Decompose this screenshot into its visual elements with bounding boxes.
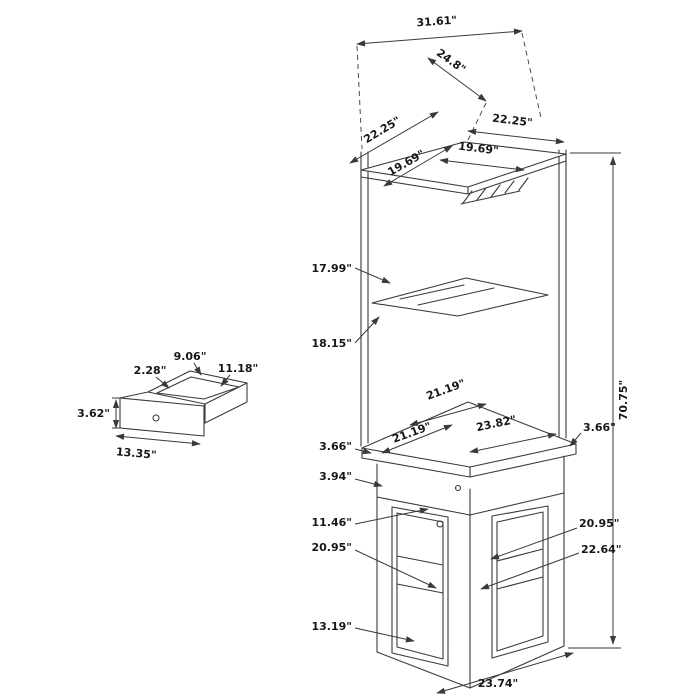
glass-panel-right — [491, 505, 549, 659]
drawer-detail-drawing — [119, 370, 248, 437]
dim-label-drawer-inner-width: 11.18" — [218, 362, 259, 375]
dim-label-drawer-height: 3.62" — [77, 407, 110, 420]
dim-label-top-overall-width: 31.61" — [416, 14, 457, 30]
dim-label-top-left-depth: 22.25" — [361, 114, 402, 146]
dim-label-base-shelf-height: 13.19" — [311, 620, 352, 633]
dim-label-hutch-upper-spacing: 17.99" — [311, 262, 352, 275]
dim-label-drawer-front-width: 13.35" — [116, 445, 158, 461]
stemware-rack — [460, 177, 529, 205]
dim-label-counter-right-thickness: 3.66" — [583, 421, 616, 434]
dimension-lines — [112, 28, 621, 694]
dim-label-top-diagonal-depth: 24.8" — [434, 46, 468, 76]
dim-label-overall-height: 70.75" — [617, 380, 630, 421]
drawer-knob — [454, 484, 462, 492]
lower-cabinet-outline — [376, 455, 565, 689]
dim-label-door-top-offset: 11.46" — [311, 516, 352, 529]
drawer-detail-knob — [152, 414, 160, 422]
glass-shelf — [371, 277, 549, 317]
door-knob — [436, 520, 444, 528]
dim-label-top-shelf-right: 19.69" — [458, 140, 500, 158]
dim-label-hutch-lower-spacing: 18.15" — [311, 337, 352, 350]
interior-shelves — [396, 548, 544, 594]
dimension-labels: 31.61" 24.8" 22.25" 22.25" 19.69" 19.69"… — [77, 14, 630, 690]
dim-label-cabinet-right-shelf-width: 20.95" — [579, 517, 620, 530]
dim-label-counter-right-edge: 21.19" — [425, 377, 468, 403]
dim-label-base-front-width: 23.74" — [478, 677, 519, 690]
dim-label-cabinet-left-shelf-width: 20.95" — [311, 541, 352, 554]
dim-label-drawer-front-height: 3.94" — [319, 470, 352, 483]
dim-label-cabinet-interior-width: 22.64" — [581, 543, 622, 556]
dim-label-top-right-depth: 22.25" — [492, 112, 534, 130]
dim-label-drawer-back-width: 9.06" — [174, 350, 207, 363]
glass-door-left — [391, 506, 449, 667]
dim-label-drawer-wall-thickness: 2.28" — [134, 364, 167, 377]
dim-label-counter-left-thickness: 3.66" — [319, 440, 352, 453]
